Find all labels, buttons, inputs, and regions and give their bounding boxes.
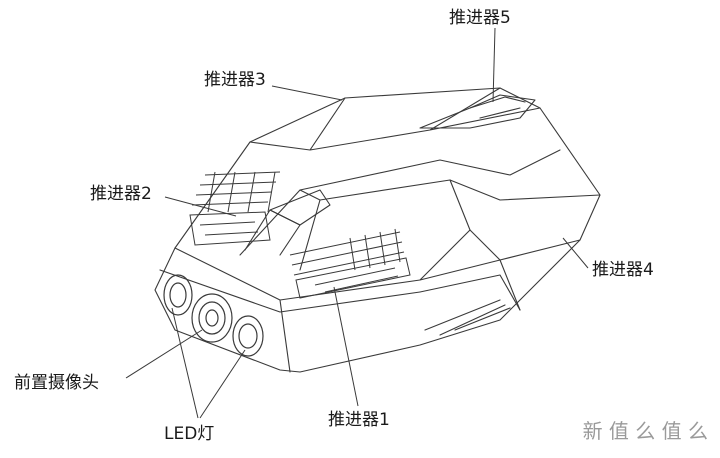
mid-plate [239, 149, 601, 256]
leader-thruster3 [271, 85, 343, 101]
side-panel [419, 239, 581, 311]
label-thruster1: 推进器1 [328, 410, 390, 430]
watermark: 新 值 么 值 么 [582, 419, 708, 443]
label-thruster5: 推进器5 [449, 8, 511, 28]
label-thruster2: 推进器2 [90, 184, 152, 204]
leader-led-a [171, 307, 199, 419]
mid-plate-edge [299, 179, 521, 311]
front-face-lower [159, 269, 421, 313]
top-fin-inner [469, 96, 526, 119]
label-led-light: LED灯 [164, 424, 215, 444]
center-wedge-2 [244, 209, 301, 256]
leader-thruster1 [333, 286, 359, 407]
label-thruster3: 推进器3 [204, 70, 266, 90]
front-face [174, 229, 471, 373]
led-right [232, 315, 264, 357]
hull-ridge [249, 87, 541, 151]
leader-thruster5 [492, 27, 496, 103]
leader-thruster2 [164, 196, 237, 217]
center-wedge [269, 189, 331, 226]
label-thruster4: 推进器4 [592, 260, 654, 280]
leader-front-camera [125, 329, 203, 379]
leader-lines [125, 27, 589, 419]
thruster1-grille [289, 228, 411, 299]
thruster2-grille [189, 171, 281, 246]
side-panel-hatch [424, 299, 511, 336]
led-left [163, 274, 193, 316]
leader-led-b [199, 349, 246, 419]
front-lights [163, 274, 264, 357]
hull-outline [154, 87, 601, 373]
label-front-camera: 前置摄像头 [14, 373, 99, 393]
front-camera-lens [191, 293, 233, 343]
leader-thruster4 [562, 237, 589, 269]
